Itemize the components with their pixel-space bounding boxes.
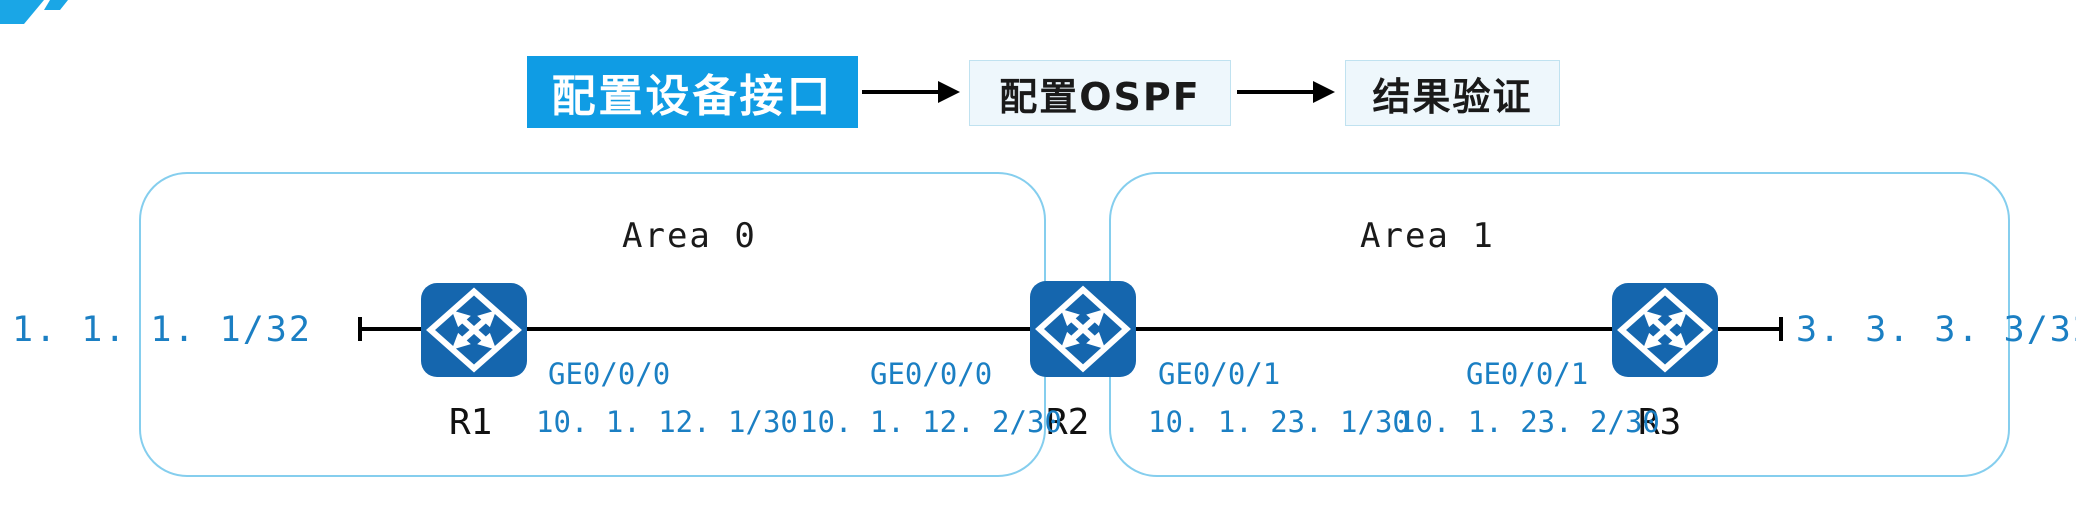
- interface-ip-label-r3: 10. 1. 23. 2/30: [1398, 405, 1660, 439]
- flow-step-label: 配置OSPF: [999, 74, 1201, 119]
- link-end-tick-right: [1779, 317, 1783, 341]
- router-icon-r2: [1030, 281, 1136, 377]
- interface-ip-label-r2-right: 10. 1. 23. 1/30: [1148, 405, 1410, 439]
- link-end-tick-left: [358, 317, 362, 341]
- area-0-label: Area 0: [622, 216, 757, 256]
- flow-arrow-1-line: [862, 90, 940, 94]
- logo-fragment-icon: [0, 0, 70, 24]
- flow-step-verify-result: 结果验证: [1345, 60, 1560, 126]
- router-icon-r3: [1612, 283, 1718, 377]
- flow-arrow-2-line: [1237, 90, 1315, 94]
- flow-step-label: 配置设备接口: [551, 71, 834, 122]
- flow-step-label: 结果验证: [1372, 74, 1533, 119]
- router-label-r1: R1: [449, 402, 493, 443]
- router-label-r2: R2: [1046, 402, 1090, 443]
- interface-port-label-r2-ge000: GE0/0/0: [870, 357, 993, 391]
- loopback-r1-label: 1. 1. 1. 1/32: [12, 310, 312, 350]
- loopback-r3-label: 3. 3. 3. 3/32: [1796, 310, 2076, 350]
- flow-arrow-2-head-icon: [1313, 81, 1335, 103]
- interface-ip-label-r2-left: 10. 1. 12. 2/30: [800, 405, 1062, 439]
- router-icon-r1: [421, 283, 527, 377]
- router-label-r3: R3: [1638, 402, 1682, 443]
- flow-step-configure-ospf: 配置OSPF: [969, 60, 1231, 126]
- interface-port-label-r3-ge001: GE0/0/1: [1466, 357, 1589, 391]
- interface-port-label-r1-ge000: GE0/0/0: [548, 357, 671, 391]
- flow-step-configure-interfaces: 配置设备接口: [527, 56, 858, 128]
- area-1-label: Area 1: [1360, 216, 1495, 256]
- flow-arrow-1-head-icon: [938, 81, 960, 103]
- interface-port-label-r2-ge001: GE0/0/1: [1158, 357, 1281, 391]
- interface-ip-label-r1: 10. 1. 12. 1/30: [536, 405, 798, 439]
